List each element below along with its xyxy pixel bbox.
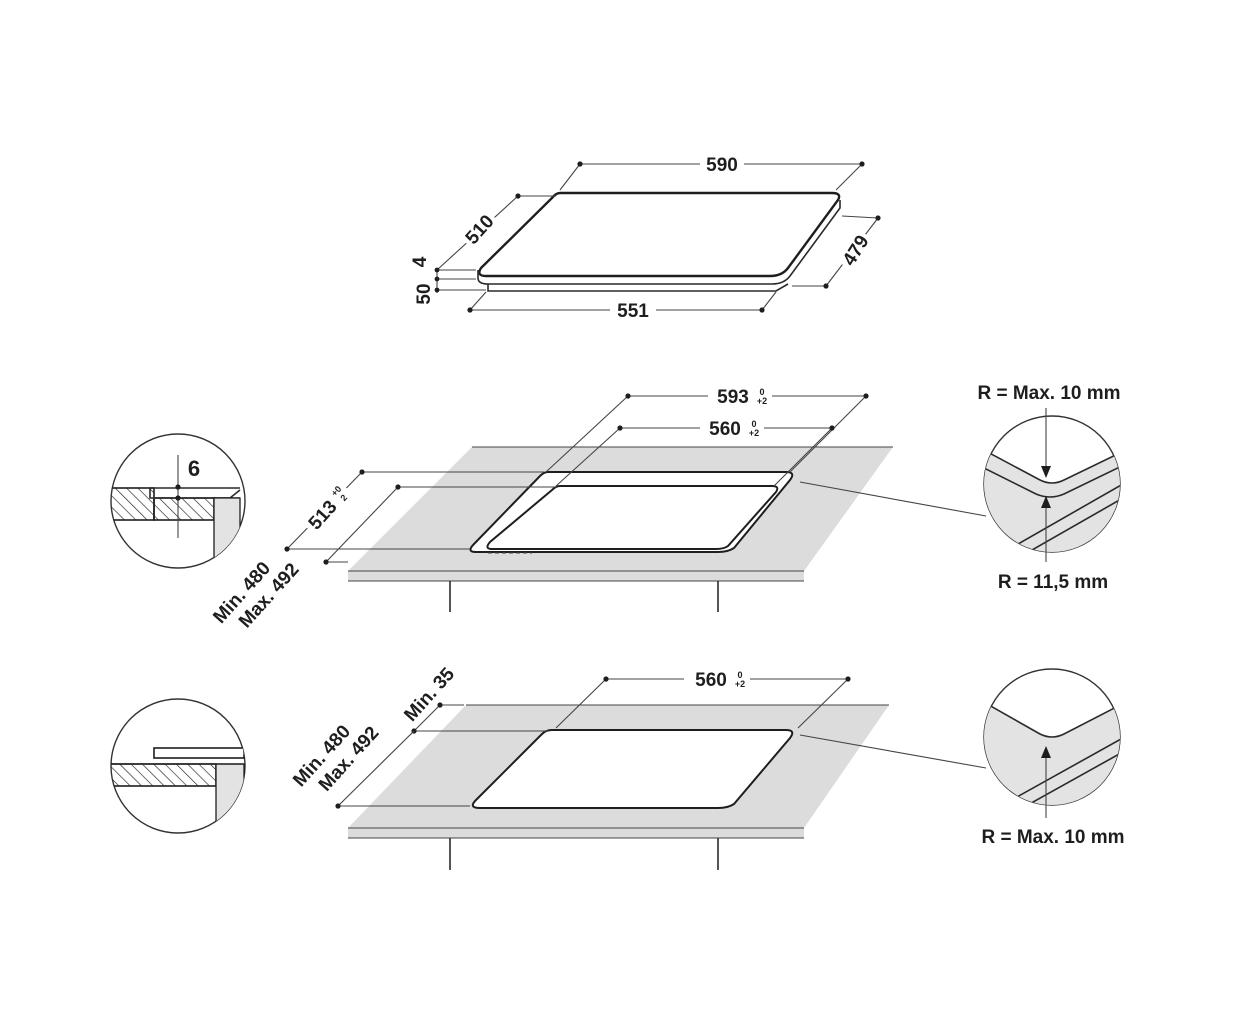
hob-glass-outline xyxy=(478,191,841,278)
rebate-detail-circle: 6 xyxy=(110,433,246,569)
dim-dot xyxy=(625,393,631,399)
ext-line-590-left xyxy=(559,163,581,191)
tol-560-bottom: +2 xyxy=(749,428,759,438)
dim-dot xyxy=(437,702,443,708)
ext-line-593-left xyxy=(545,395,629,473)
dim-line-480 xyxy=(325,486,399,563)
dim-dot xyxy=(759,307,765,313)
dim-dot xyxy=(434,287,440,293)
dim-dot xyxy=(323,559,329,565)
tol-593-bottom: +2 xyxy=(757,396,767,406)
label-mask xyxy=(708,382,772,408)
ext-line-590-right xyxy=(835,163,863,191)
dim-label-4: 4 xyxy=(410,256,431,267)
dim-dot xyxy=(617,425,623,431)
dim-label-50: 50 xyxy=(414,283,435,304)
dim-dot xyxy=(863,393,869,399)
label-min-35: Min. 35 xyxy=(400,664,459,726)
tol-513-bottom: 2 xyxy=(338,493,349,503)
worktop-front-edge xyxy=(348,571,804,581)
label-mask xyxy=(297,477,356,539)
label-mask xyxy=(833,226,877,274)
dim-dot xyxy=(434,267,440,273)
dim-dot xyxy=(467,307,473,313)
ext-line-593-right xyxy=(789,395,867,473)
dim-dot xyxy=(284,546,290,552)
label-mask xyxy=(610,296,656,322)
tol-560-top: 0 xyxy=(737,670,742,680)
tol-560-bottom: +2 xyxy=(735,679,745,689)
label-mask xyxy=(700,414,764,440)
label-mask xyxy=(684,665,750,691)
dim-dot xyxy=(335,803,341,809)
standard-cutout-drawing: 560 0 +2 Min. 35 Min. 480 Max. 492 xyxy=(289,664,889,870)
tol-593-top: 0 xyxy=(759,387,764,397)
dim-label-560-standard: 560 xyxy=(695,670,727,691)
label-mask xyxy=(700,150,744,176)
dim-label-590: 590 xyxy=(706,155,738,176)
dim-dot xyxy=(875,215,881,221)
hob-drawing: 590 510 4 50 551 479 xyxy=(410,150,881,322)
cutout-outline xyxy=(471,729,794,809)
dim-label-560: 560 xyxy=(709,419,741,440)
dim-dot xyxy=(359,469,365,475)
ext-line-560-right xyxy=(773,427,833,487)
hob-box-outline xyxy=(487,283,789,292)
dim-label-593: 593 xyxy=(717,387,749,408)
label-radius-outer: R = Max. 10 mm xyxy=(977,383,1120,404)
dim-dot xyxy=(829,425,835,431)
label-mask xyxy=(455,204,503,254)
ext-line-551-right xyxy=(761,291,777,311)
ext-line-560-left xyxy=(555,678,607,729)
dim-line-35 xyxy=(413,704,441,732)
dim-dot xyxy=(845,676,851,682)
dim-dot xyxy=(434,276,440,282)
dim-label-551: 551 xyxy=(617,301,649,322)
label-rebate-6: 6 xyxy=(188,456,200,481)
leader-line-radius-standard xyxy=(799,734,987,769)
flush-cutout-drawing: 593 0 +2 560 0 +2 513 +0 2 Min. 480 xyxy=(209,382,893,632)
dim-dot xyxy=(823,283,829,289)
dim-line-480-standard xyxy=(337,730,415,807)
dim-dot xyxy=(395,484,401,490)
ext-line-479-top xyxy=(841,215,879,219)
tol-560-top: 0 xyxy=(751,419,756,429)
ext-line-560-left xyxy=(555,427,621,487)
leader-line-radius-flush xyxy=(799,481,987,517)
label-radius-standard: R = Max. 10 mm xyxy=(981,827,1124,848)
ext-line-560-right xyxy=(797,678,849,729)
inner-cutout-outline xyxy=(486,485,779,550)
dim-dot xyxy=(859,161,865,167)
hob-glass-edge xyxy=(477,200,841,285)
label-radius-inner: R = 11,5 mm xyxy=(998,572,1108,593)
dim-dot xyxy=(515,193,521,199)
ext-line-551-left xyxy=(469,291,487,311)
surface-detail-circle xyxy=(110,698,246,834)
dim-dot xyxy=(577,161,583,167)
dim-dot xyxy=(603,676,609,682)
worktop-front-edge xyxy=(348,828,804,838)
